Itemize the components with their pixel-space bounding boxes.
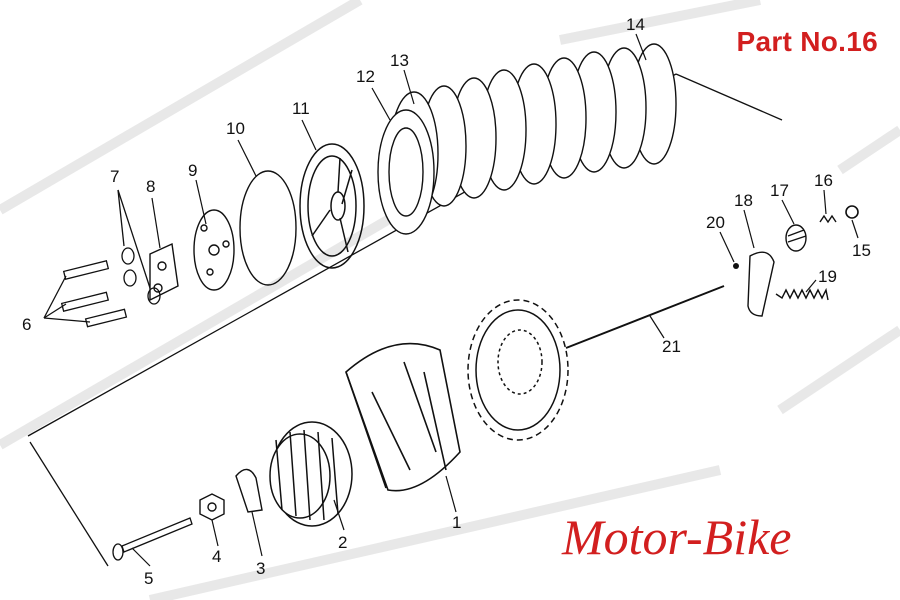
- brand-logo-text: Motor-Bike: [562, 509, 792, 565]
- callout-13: 13: [390, 51, 409, 70]
- small-nut: [845, 205, 859, 219]
- callout-9: 9: [188, 161, 197, 180]
- return-spring: [775, 287, 829, 301]
- clutch-basket: [345, 342, 461, 492]
- clutch-hub: [269, 421, 353, 527]
- adjuster: [785, 224, 807, 252]
- nut: [199, 493, 225, 521]
- sprocket: [467, 299, 569, 441]
- pressure-plate: [299, 143, 365, 269]
- callout-1: 1: [452, 513, 461, 532]
- ball: [733, 263, 739, 269]
- callout-20: 20: [706, 213, 725, 232]
- callout-17: 17: [770, 181, 789, 200]
- spring-plate: [193, 209, 235, 291]
- washers: [117, 189, 161, 305]
- bolts: [43, 260, 128, 328]
- callout-4: 4: [212, 547, 221, 566]
- callout-18: 18: [734, 191, 753, 210]
- callout-3: 3: [256, 559, 265, 578]
- long-bolt: [112, 517, 193, 561]
- leader-lines: [131, 33, 859, 567]
- callout-15: 15: [852, 241, 871, 260]
- callout-6: 6: [22, 315, 31, 334]
- tab-washer: [235, 468, 263, 513]
- callout-21: 21: [662, 337, 681, 356]
- small-spring: [819, 214, 837, 224]
- callout-14: 14: [626, 15, 645, 34]
- callout-labels: 1 2 3 4 5 6 7 8 9 10 11 12 13 14 15 16 1…: [22, 15, 871, 588]
- friction-ring: [239, 170, 297, 286]
- clutch-plate-stack: [377, 43, 677, 235]
- release-lever: [747, 251, 775, 317]
- callout-5: 5: [144, 569, 153, 588]
- callout-12: 12: [356, 67, 375, 86]
- push-rod: [565, 285, 725, 349]
- callout-10: 10: [226, 119, 245, 138]
- callout-7: 7: [110, 167, 119, 186]
- triangular-plate: [149, 242, 179, 302]
- callout-16: 16: [814, 171, 833, 190]
- callout-8: 8: [146, 177, 155, 196]
- callout-11: 11: [292, 99, 310, 118]
- callout-19: 19: [818, 267, 837, 286]
- part-number-title: Part No.16: [736, 26, 878, 57]
- callout-2: 2: [338, 533, 347, 552]
